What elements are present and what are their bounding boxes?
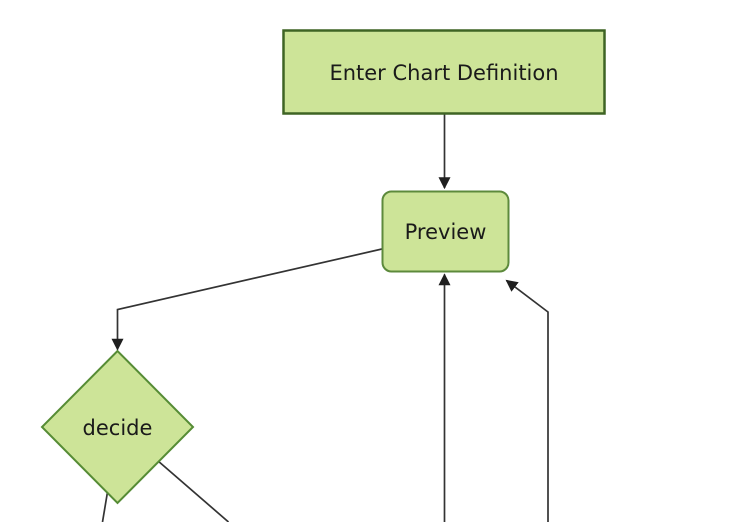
node-decide: decide xyxy=(40,349,195,505)
edge-return-to-preview-corner xyxy=(505,279,549,522)
node-enter-chart-definition: Enter Chart Definition xyxy=(282,29,606,115)
node-enter-chart-definition-shape xyxy=(282,29,606,115)
node-preview-shape xyxy=(381,190,510,273)
node-preview: Preview xyxy=(381,190,510,273)
edge-decide-branch-left xyxy=(101,488,109,522)
node-enter-chart-definition-label: Enter Chart Definition xyxy=(329,61,558,85)
node-preview-label: Preview xyxy=(405,220,487,244)
edge-preview-to-decide xyxy=(111,248,383,351)
node-decide-shape xyxy=(40,349,195,505)
edge-decide-branch-right xyxy=(156,459,230,522)
node-decide-label: decide xyxy=(83,416,153,440)
